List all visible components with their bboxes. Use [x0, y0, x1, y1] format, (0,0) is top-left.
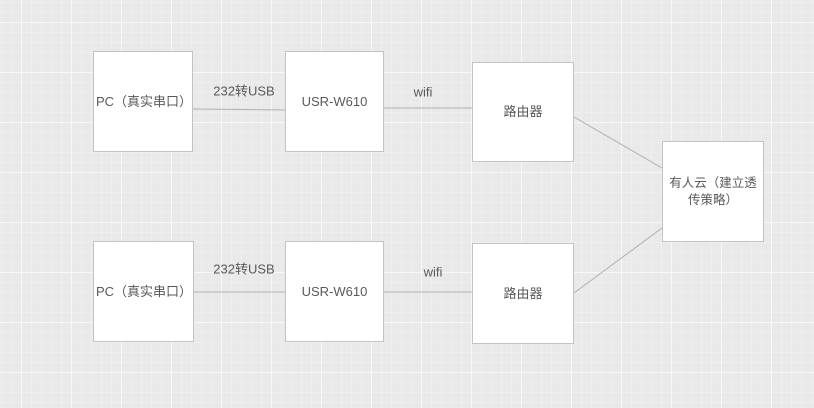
connector-router-cloud-bottom[interactable] — [573, 227, 663, 294]
edge-label-wifi-top[interactable]: wifi — [413, 84, 433, 100]
node-usr-w610-bottom[interactable]: USR-W610 — [285, 241, 384, 342]
node-pc-top[interactable]: PC（真实串口） — [93, 51, 193, 152]
edge-label-wifi-bottom[interactable]: wifi — [423, 264, 443, 280]
node-router-bottom[interactable]: 路由器 — [472, 243, 574, 344]
node-usr-w610-top[interactable]: USR-W610 — [285, 51, 384, 152]
connector-router-cloud-top[interactable] — [573, 116, 663, 169]
node-cloud[interactable]: 有人云（建立透传策略） — [662, 141, 764, 242]
connector-pc-usr-top[interactable] — [192, 108, 286, 111]
node-pc-bottom[interactable]: PC（真实串口） — [93, 241, 194, 342]
node-router-top[interactable]: 路由器 — [472, 62, 574, 162]
edge-label-232usb-top[interactable]: 232转USB — [213, 83, 275, 99]
edge-label-232usb-bottom[interactable]: 232转USB — [213, 261, 275, 277]
